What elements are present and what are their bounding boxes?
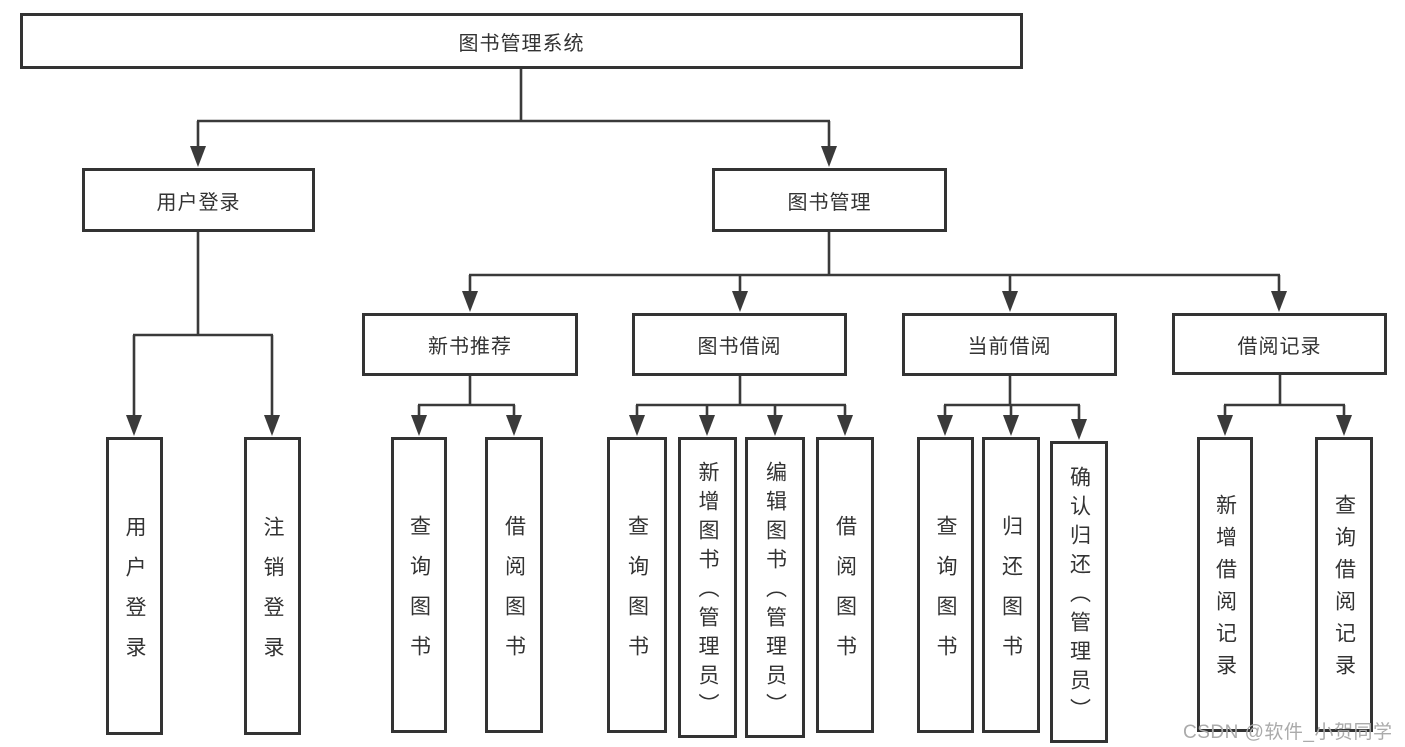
node-query-books-recommend-label: 查询图书 [407, 514, 431, 675]
node-book-management-label: 图书管理 [787, 191, 872, 214]
node-borrow-records: 借阅记录 [1172, 313, 1387, 375]
node-query-borrow-record: 查询借阅记录 [1315, 437, 1373, 732]
node-current-borrow-label: 当前借阅 [967, 336, 1052, 358]
node-query-books-current: 查询图书 [917, 437, 974, 733]
node-book-borrow: 图书借阅 [632, 313, 847, 376]
node-add-books-admin-label: 新增图书（管理员） [696, 461, 719, 722]
node-add-books-admin: 新增图书（管理员） [678, 437, 737, 738]
node-add-borrow-record-label: 新增借阅记录 [1213, 494, 1237, 686]
node-query-books-borrow: 查询图书 [607, 437, 667, 733]
node-return-books: 归还图书 [982, 437, 1040, 733]
node-edit-books-admin: 编辑图书（管理员） [745, 437, 805, 738]
node-logout-label: 注销登录 [261, 515, 284, 676]
node-logout: 注销登录 [244, 437, 301, 735]
node-borrow-books-borrow: 借阅图书 [816, 437, 874, 733]
node-edit-books-admin-label: 编辑图书（管理员） [763, 461, 787, 722]
node-query-books-recommend: 查询图书 [391, 437, 447, 733]
node-query-books-current-label: 查询图书 [934, 514, 957, 675]
node-current-borrow: 当前借阅 [902, 313, 1117, 376]
node-borrow-books-borrow-label: 借阅图书 [833, 514, 857, 675]
node-user-login-label: 用户登录 [156, 191, 241, 214]
node-user-login-leaf: 用户登录 [106, 437, 163, 735]
node-return-books-label: 归还图书 [999, 514, 1023, 675]
node-book-borrow-label: 图书借阅 [697, 336, 782, 358]
node-user-login-leaf-label: 用户登录 [123, 515, 146, 676]
node-root-label: 图书管理系统 [458, 32, 585, 55]
node-borrow-books-recommend-label: 借阅图书 [502, 514, 526, 675]
node-query-borrow-record-label: 查询借阅记录 [1332, 494, 1356, 686]
node-root: 图书管理系统 [20, 13, 1023, 69]
node-new-book-recommend: 新书推荐 [362, 313, 578, 376]
node-borrow-books-recommend: 借阅图书 [485, 437, 543, 733]
node-confirm-return-admin: 确认归还（管理员） [1050, 441, 1108, 743]
csdn-watermark: CSDN @软件_小贺同学 [1183, 722, 1393, 743]
node-book-management: 图书管理 [712, 168, 947, 232]
node-confirm-return-admin-label: 确认归还（管理员） [1067, 465, 1091, 727]
node-query-books-borrow-label: 查询图书 [625, 514, 649, 675]
node-add-borrow-record: 新增借阅记录 [1197, 437, 1253, 732]
node-user-login: 用户登录 [82, 168, 315, 232]
node-borrow-records-label: 借阅记录 [1237, 335, 1322, 358]
node-new-book-recommend-label: 新书推荐 [428, 336, 512, 358]
